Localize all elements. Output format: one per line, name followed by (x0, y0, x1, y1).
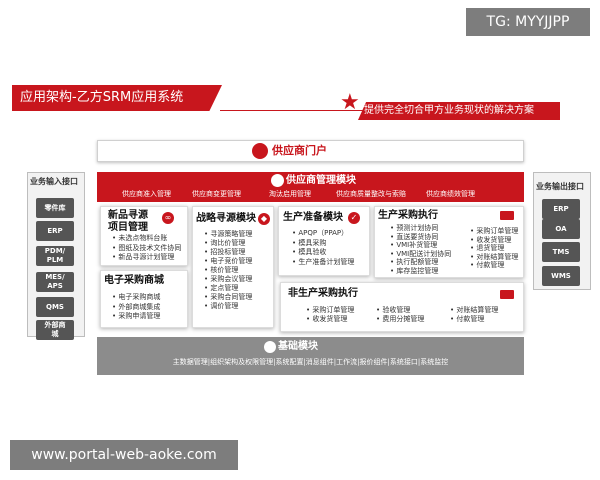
ecommerce-title: 电子采购商城 (104, 275, 164, 286)
output-interface-item: ERP (542, 199, 580, 219)
check-icon: ✓ (348, 212, 360, 224)
list-item: • 执行配额管理 (390, 258, 439, 266)
input-interface-title: 业务输入接口 (30, 177, 78, 186)
mgmt-item: 供应商准入管理 (122, 190, 171, 198)
truck-icon (500, 290, 514, 299)
list-item: • 付款管理 (450, 315, 485, 323)
sourcing-title-1: 新品寻源 (108, 210, 148, 221)
star-icon: ★ (340, 90, 360, 115)
output-interface-item: TMS (542, 242, 580, 262)
list-item: • 验收管理 (376, 306, 411, 314)
list-item: • 直送要货协同 (390, 232, 439, 241)
input-interface-item: 零件库 (36, 198, 74, 218)
ecommerce-card (100, 270, 188, 328)
output-interface-title: 业务输出接口 (536, 182, 584, 191)
strategic-title: 战略寻源模块 (196, 213, 256, 224)
people-icon (271, 174, 284, 187)
list-item: • APQP（PPAP） (292, 229, 349, 237)
supplier-portal-bar (97, 140, 524, 162)
list-item: • 生产准备计划管理 (292, 257, 355, 266)
watermark-tg: TG: MYYJJPP (466, 8, 590, 36)
list-item: • 采购会议管理 (204, 275, 253, 283)
base-module-bar (97, 337, 524, 375)
list-item: • 对账结算管理 (450, 306, 499, 314)
page-title: 应用架构-乙方SRM应用系统 (12, 85, 222, 111)
list-item: • 模具采购 (292, 238, 327, 247)
input-interface-item: MES/ APS (36, 272, 74, 292)
input-interface-item: QMS (36, 297, 74, 317)
list-item: • 外部商城集成 (112, 302, 161, 311)
input-interface-item: ERP (36, 221, 74, 241)
list-item: • 采购订单管理 (470, 227, 519, 235)
list-item: • 付款管理 (470, 261, 505, 269)
portal-label: 供应商门户 (272, 144, 327, 157)
list-item: • 模具验收 (292, 248, 327, 256)
watermark-url: www.portal-web-aoke.com (10, 440, 238, 470)
base-module-title: 基础模块 (278, 341, 318, 352)
production-exec-card (374, 206, 524, 278)
list-item: • 未选点物料台账 (112, 234, 168, 242)
list-item: • 新品寻源计划管理 (112, 253, 175, 261)
list-item: • 电子竞价管理 (204, 257, 253, 265)
mgmt-item: 供应商变更管理 (192, 190, 241, 198)
supplier-mgmt-header (97, 172, 524, 202)
production-exec-title: 生产采购执行 (378, 210, 438, 221)
truck-icon (500, 211, 514, 220)
mgmt-item: 淘汰启用管理 (269, 190, 311, 198)
list-item: • 定点管理 (204, 284, 239, 292)
gear-icon (264, 341, 276, 353)
slogan-banner: 提供完全切合甲方业务现状的解决方案 (358, 102, 560, 120)
production-prep-title: 生产准备模块 (283, 212, 343, 223)
list-item: • 采购合同管理 (204, 293, 253, 301)
list-item: • 退货管理 (470, 244, 505, 252)
output-interface-item: WMS (542, 266, 580, 286)
list-item: • 采购申请管理 (112, 312, 161, 320)
list-item: • 费用分摊管理 (376, 315, 425, 323)
mgmt-item: 供应商质量整改与索赔 (336, 190, 406, 198)
link-icon: ∞ (162, 212, 174, 224)
tag-icon: ◆ (258, 213, 270, 225)
list-item: • VMI配送计划协同 (390, 249, 452, 258)
list-item: • 招投标管理 (204, 248, 246, 256)
list-item: • 图纸及技术文件协同 (112, 243, 182, 252)
base-module-subtitle: 主数据管理|组织架构及权限管理|系统配置|消息组件|工作流|报价组件|系统接口|… (172, 358, 449, 366)
list-item: • 调价管理 (204, 302, 239, 310)
list-item: • 寻源策略管理 (204, 230, 253, 238)
list-item: • 核价管理 (204, 266, 239, 274)
nonprod-exec-card (280, 282, 524, 332)
list-item: • 收发货管理 (306, 315, 348, 323)
portal-icon (252, 143, 268, 159)
nonprod-exec-title: 非生产采购执行 (288, 288, 358, 299)
list-item: • VMI补货管理 (390, 241, 438, 249)
list-item: • 对账结算管理 (470, 252, 519, 261)
list-item: • 询比价管理 (204, 239, 246, 247)
list-item: • 电子采购商城 (112, 293, 161, 301)
supplier-mgmt-title: 供应商管理模块 (286, 175, 356, 186)
strategic-card (192, 206, 274, 328)
list-item: • 采购订单管理 (306, 306, 355, 314)
list-item: • 库存监控管理 (390, 266, 439, 275)
input-interface-item: PDM/ PLM (36, 246, 74, 266)
list-item: • 收发货管理 (470, 235, 512, 244)
sourcing-title-2: 项目管理 (108, 222, 148, 233)
list-item: • 预测计划协同 (390, 224, 439, 232)
input-interface-item: 外部商 城 (36, 320, 74, 340)
mgmt-item: 供应商绩效管理 (426, 190, 475, 198)
output-interface-item: OA (542, 219, 580, 239)
